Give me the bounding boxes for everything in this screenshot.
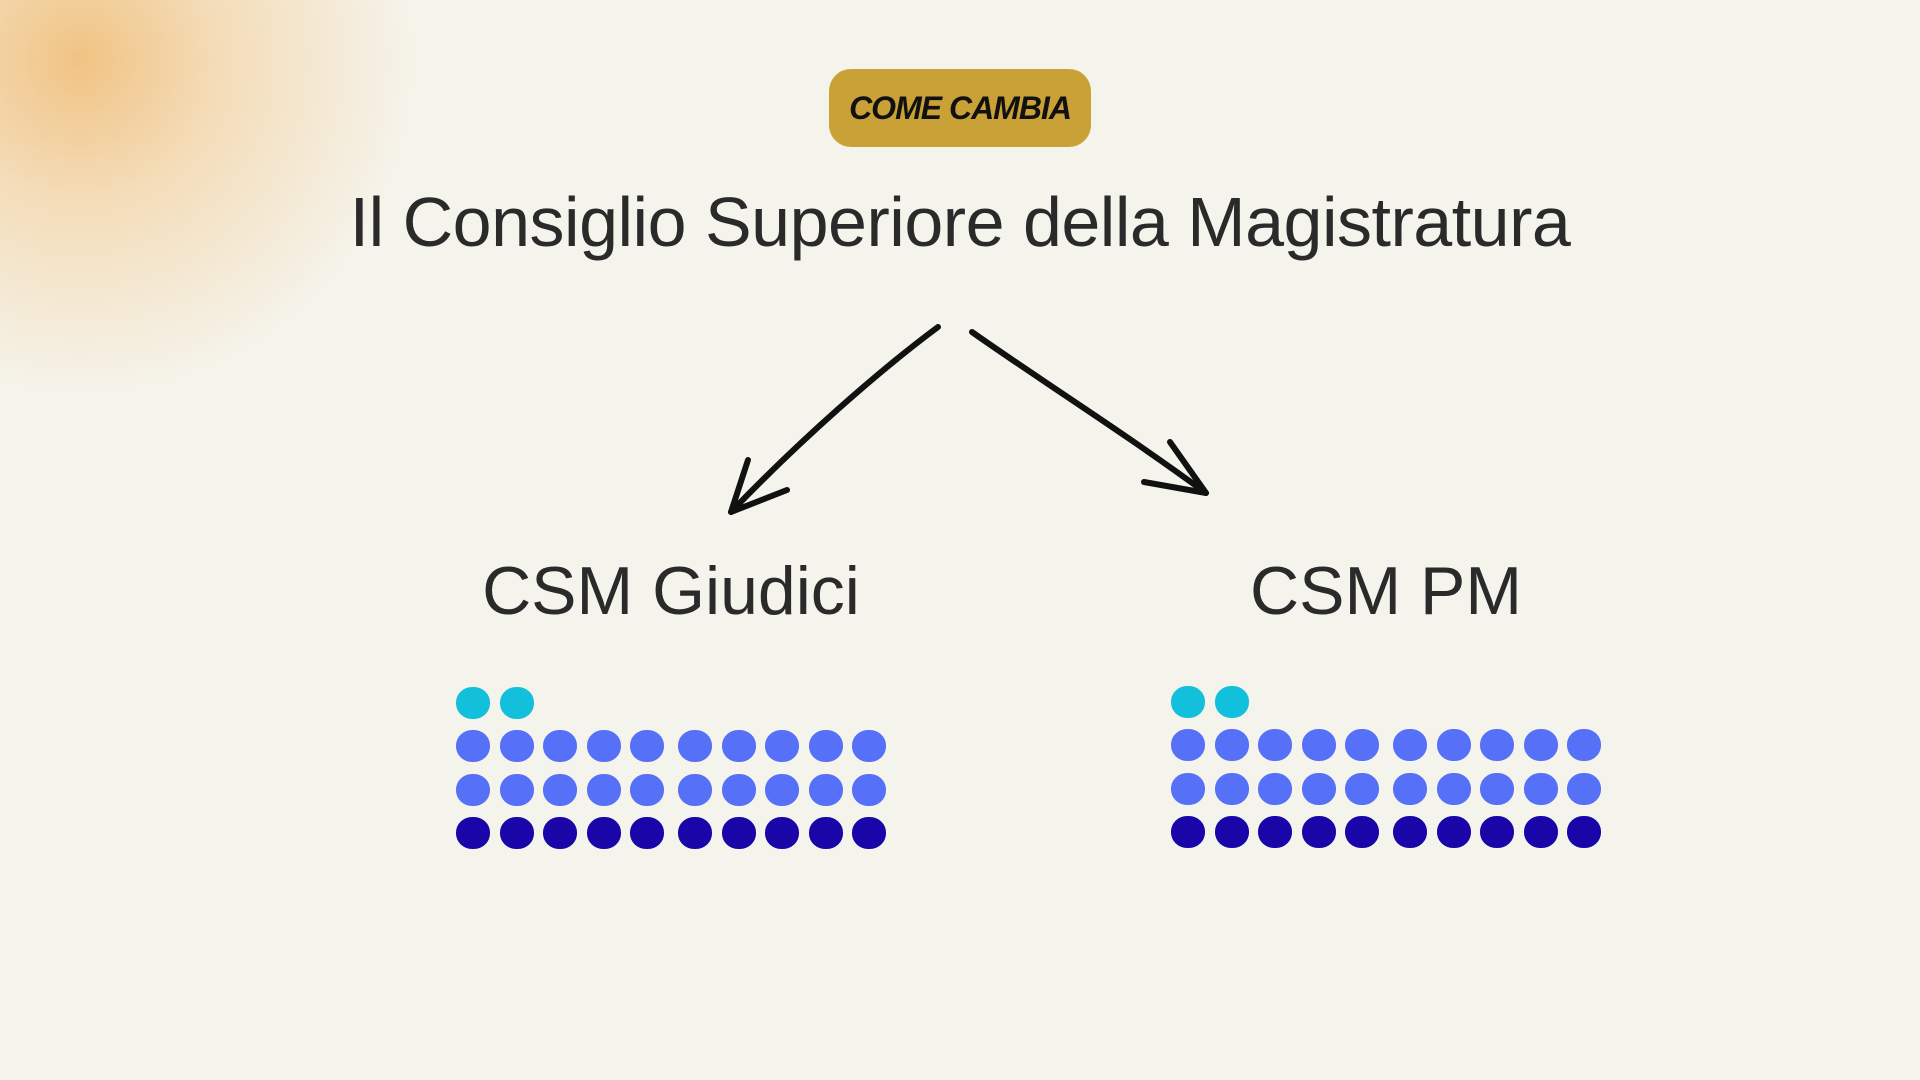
- seat-dot: [456, 773, 490, 806]
- seat-dot: [1567, 815, 1602, 848]
- page-title: Il Consiglio Superiore della Magistratur…: [349, 183, 1571, 261]
- seat-dot: [1214, 772, 1249, 805]
- seat-dot: [456, 730, 490, 763]
- seat-dot: [1480, 729, 1515, 762]
- seat-dot: [1436, 815, 1471, 848]
- seat-dot: [852, 816, 887, 849]
- seat-dot: [1301, 815, 1336, 848]
- right-arrow-icon: [969, 329, 1209, 496]
- seat-dot: [1345, 729, 1380, 762]
- seat-dot: [852, 773, 887, 806]
- seat-dot: [1523, 729, 1558, 762]
- seat-dot: [852, 730, 887, 763]
- section-badge: COME CAMBIA: [829, 69, 1091, 147]
- seat-dot: [678, 816, 712, 849]
- seat-dot: [1214, 815, 1249, 848]
- seat-dot: [1258, 815, 1293, 848]
- seat-dot: [1345, 772, 1380, 805]
- seat-dot: [1301, 772, 1336, 805]
- seat-dot: [1171, 729, 1205, 762]
- seat-dot: [456, 687, 490, 719]
- seat-dot: [808, 816, 843, 849]
- seat-dot: [1567, 772, 1602, 805]
- seat-dot: [499, 687, 534, 719]
- seat-dot: [1393, 729, 1427, 762]
- seat-dot: [678, 730, 712, 763]
- seat-dot: [808, 730, 843, 763]
- seat-dot: [1214, 686, 1249, 718]
- seat-dot: [543, 816, 578, 849]
- seat-dot: [499, 773, 534, 806]
- seat-dot: [765, 816, 800, 849]
- seat-dot: [1171, 815, 1205, 848]
- seat-dot: [630, 730, 665, 763]
- seat-dot: [1214, 729, 1249, 762]
- seat-dot: [678, 773, 712, 806]
- seat-dot: [808, 773, 843, 806]
- seat-dot: [765, 730, 800, 763]
- seat-dot: [499, 816, 534, 849]
- arrows: [728, 324, 1209, 515]
- seat-dot: [543, 773, 578, 806]
- group-label-giudici: CSM Giudici: [482, 553, 860, 629]
- seat-dot: [586, 730, 621, 763]
- left-arrow-icon: [728, 324, 941, 515]
- seat-dot: [765, 773, 800, 806]
- seat-dot: [499, 730, 534, 763]
- seat-dot: [1258, 729, 1293, 762]
- seat-dot: [1523, 815, 1558, 848]
- seat-dot: [1567, 729, 1602, 762]
- seat-dot: [721, 773, 756, 806]
- seat-dot: [586, 816, 621, 849]
- seat-dot: [721, 816, 756, 849]
- seat-dot: [1436, 772, 1471, 805]
- seat-dot: [1523, 772, 1558, 805]
- seat-dot: [1480, 815, 1515, 848]
- seat-dot: [1301, 729, 1336, 762]
- seat-dot: [456, 816, 490, 849]
- group-label-pm: CSM PM: [1250, 553, 1522, 629]
- seat-dot: [1393, 772, 1427, 805]
- seat-dot: [1258, 772, 1293, 805]
- seat-dot: [1345, 815, 1380, 848]
- seat-dot: [1171, 686, 1205, 718]
- seat-dot: [1436, 729, 1471, 762]
- seat-dot: [630, 773, 665, 806]
- seat-dot: [1393, 815, 1427, 848]
- seat-dot: [721, 730, 756, 763]
- seat-dot: [1171, 772, 1205, 805]
- seat-dot: [630, 816, 665, 849]
- seat-dot: [543, 730, 578, 763]
- seat-dot: [586, 773, 621, 806]
- seat-dot: [1480, 772, 1515, 805]
